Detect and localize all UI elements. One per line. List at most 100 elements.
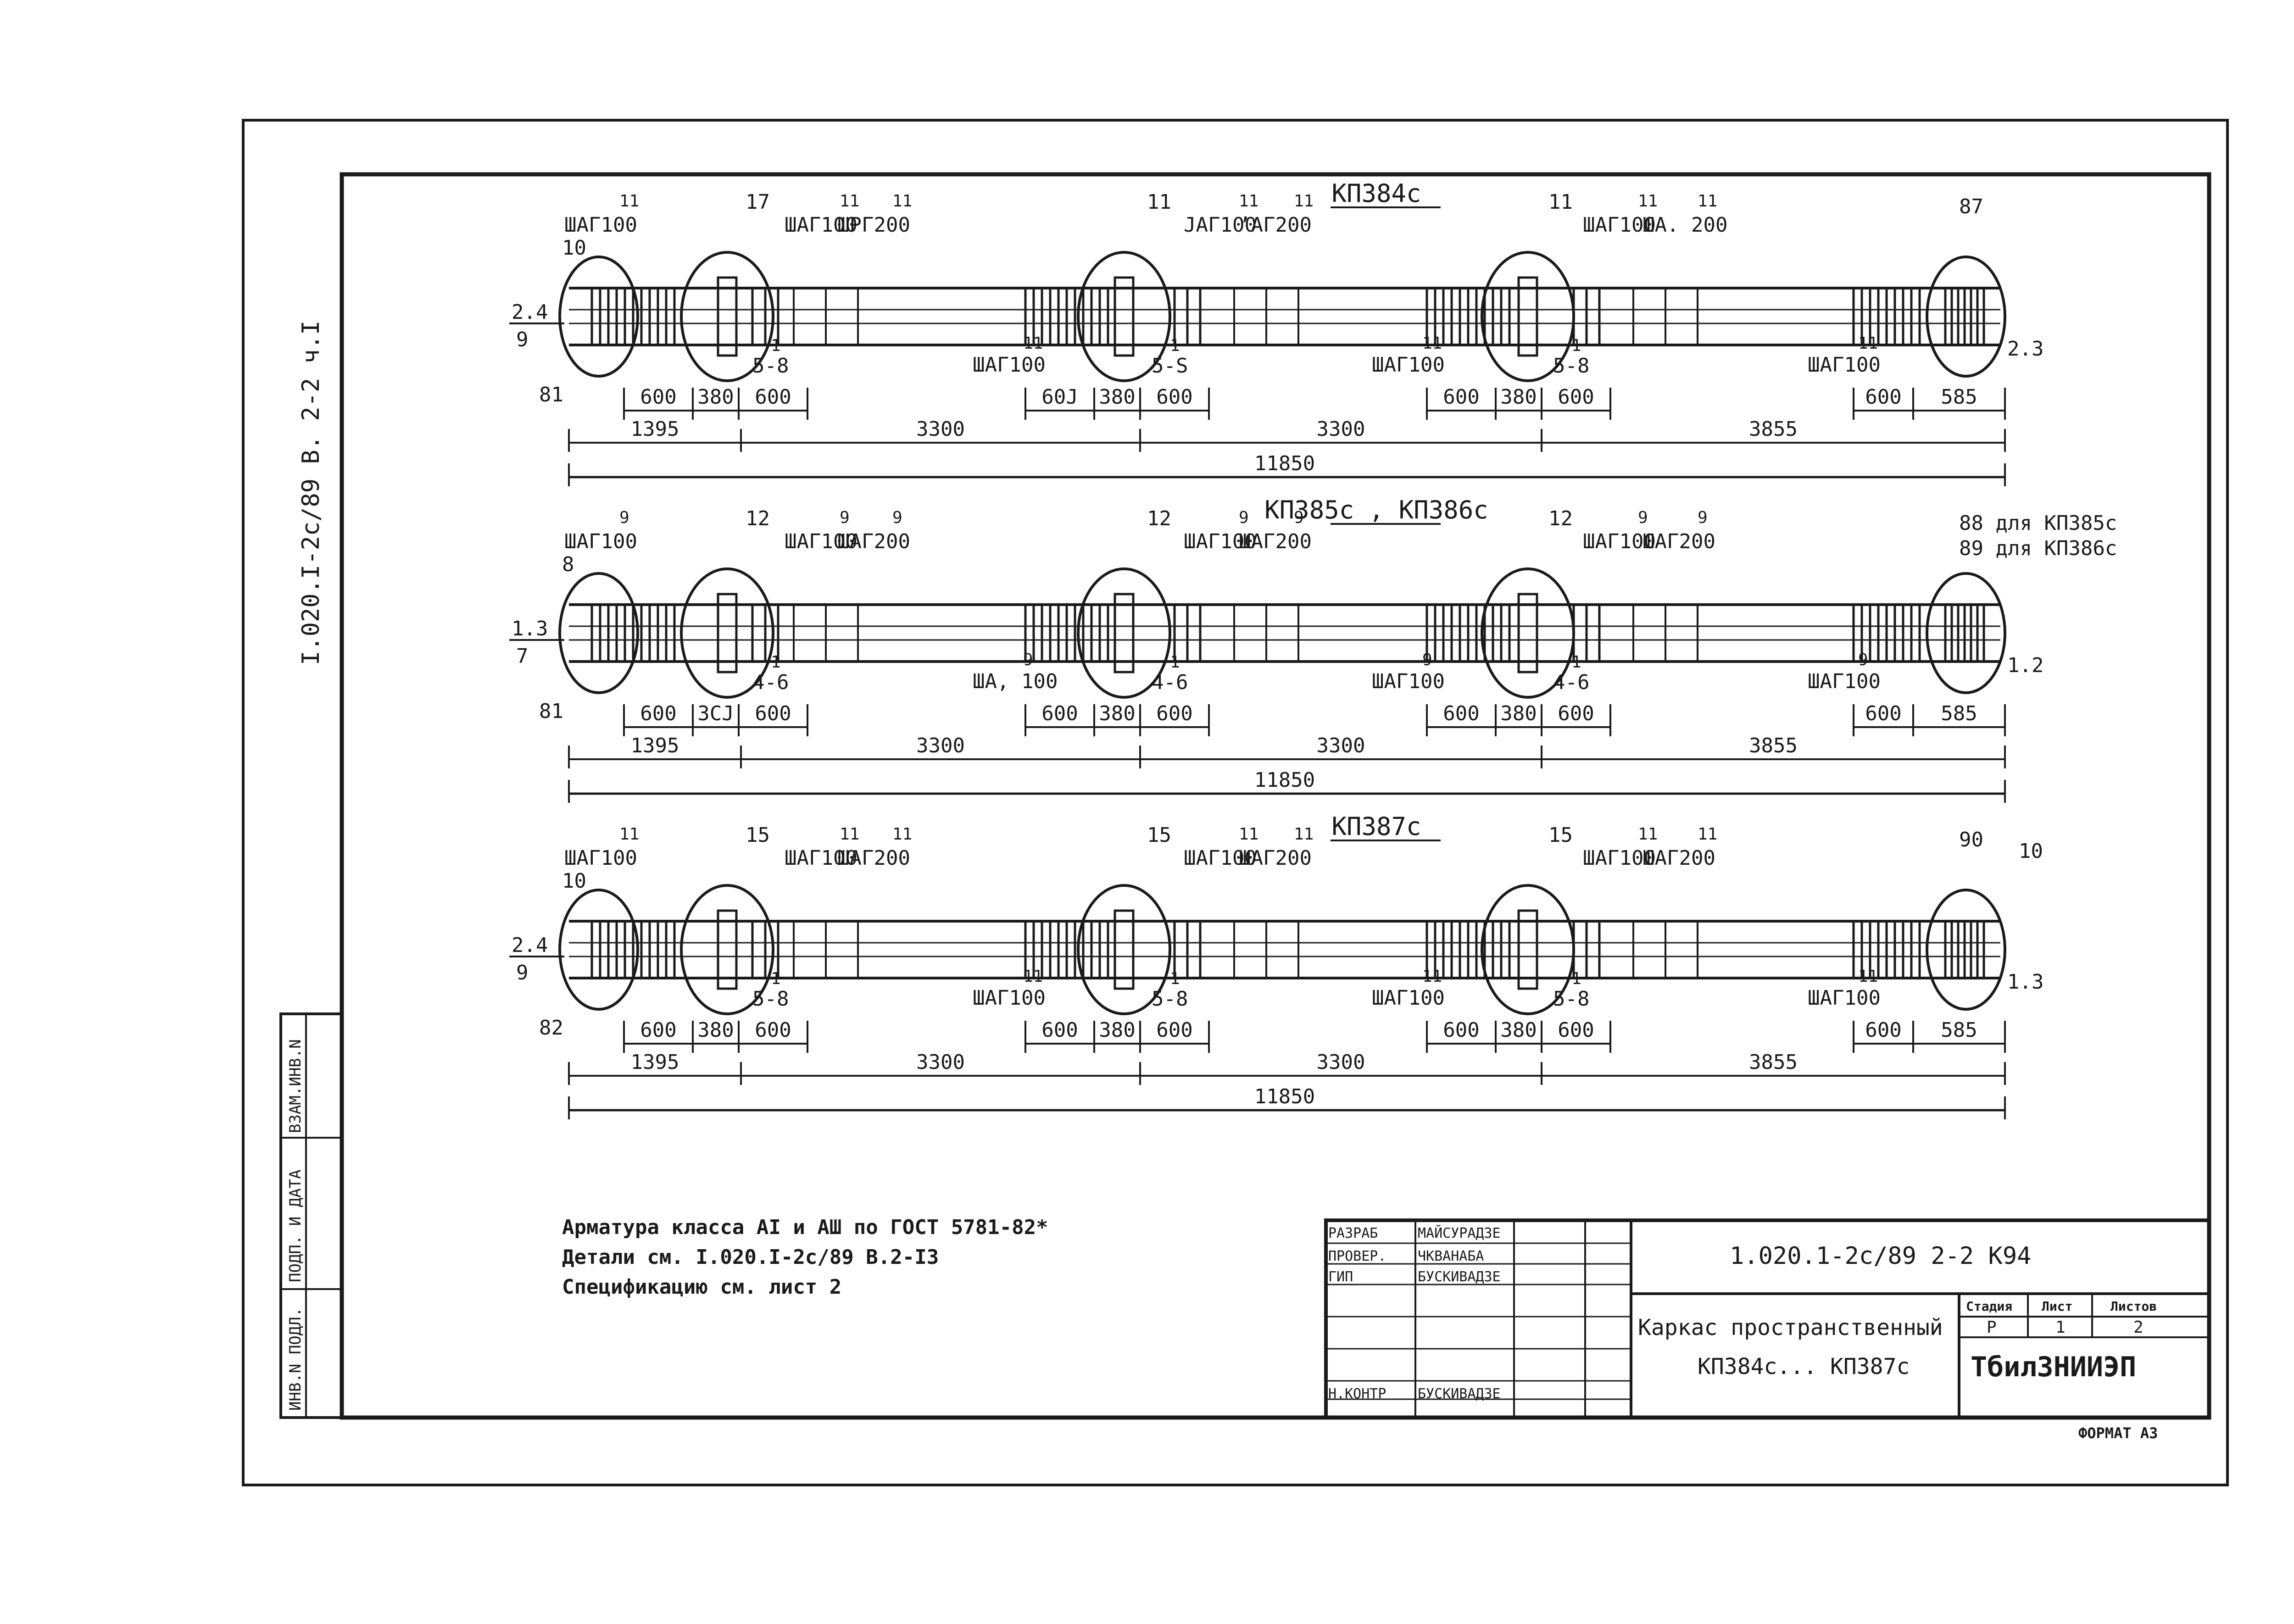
bar-mark-num: 11 (1422, 967, 1442, 986)
left-end-oval (558, 256, 639, 378)
left-end-mid-bot: 7 (516, 645, 529, 668)
joint-plate (1517, 593, 1538, 673)
bar-mark-num: 1 (1170, 969, 1180, 988)
dim-end: 585 (1941, 1018, 1977, 1042)
strip-label-replace: ВЗАМ.ИНВ.N (286, 1039, 305, 1133)
dim-main: 3300 (1317, 417, 1365, 441)
dim-main: 3855 (1749, 734, 1798, 757)
bar-mark-num: 11 (892, 825, 912, 844)
step-label: ШАГ100 (785, 530, 857, 553)
joint-oval (1481, 884, 1575, 1015)
joint-plate (1114, 276, 1135, 357)
sheet-head: Лист (2042, 1299, 2072, 1314)
frame-title: КП385с , КП386с (1264, 495, 1488, 524)
bar-mark-num: 11 (1858, 967, 1878, 986)
dim-small: 600 (1443, 385, 1479, 409)
strip-label-sign: ПОДП. И ДАТА (286, 1169, 305, 1282)
dim-small: 380 (1500, 385, 1537, 409)
bar-group: 5-8 (752, 987, 789, 1011)
left-end-top: 10 (562, 869, 586, 893)
bar-mark-num: 11 (1023, 334, 1043, 353)
bar-mark-num: 9 (1698, 508, 1708, 527)
joint-mark: 15 (1147, 823, 1171, 847)
joint-mark: 11 (1548, 190, 1573, 214)
bar-mark-num: 1 (1170, 653, 1180, 672)
role-0: РАЗРАБ (1328, 1225, 1378, 1241)
name-0: МАЙСУРАДЗЕ (1418, 1225, 1501, 1241)
step-label: ЈАГ100 (1184, 213, 1257, 237)
name-2: БУСКИВАДЗЕ (1418, 1269, 1501, 1285)
bar-mark-num: 9 (1422, 651, 1432, 669)
step-label: ʼАГ200 (1239, 213, 1312, 237)
bar-mark-num: 11 (892, 192, 912, 211)
bar-mark-num: 9 (840, 508, 850, 527)
dim-small: 600 (755, 385, 791, 409)
joint-oval (1077, 884, 1171, 1015)
frame-title: КП384с (1331, 179, 1421, 208)
joint-oval (680, 884, 774, 1015)
dim-main: 1395 (631, 1051, 679, 1074)
step-label: ШАГ100 (973, 986, 1046, 1010)
dim-small: 3CJ (697, 702, 734, 725)
inner-frame (340, 172, 2211, 1420)
doc-code: 1.020.1-2с/89 2-2 К94 (1730, 1242, 2031, 1270)
frame-title: КП387с (1331, 812, 1421, 841)
dim-small: 380 (1500, 702, 1537, 725)
bar-mark-num: 1 (771, 969, 781, 988)
name-1: ЧКВАНАБА (1418, 1248, 1484, 1264)
bar-mark-num: 11 (1239, 825, 1258, 844)
bar-mark-num: 9 (1858, 651, 1868, 669)
dim-main: 1395 (631, 734, 679, 757)
note-line-1: Арматура класса АI и АШ по ГОСТ 5781-82* (562, 1216, 1048, 1239)
right-end-oval (1926, 889, 2006, 1011)
dim-small: 380 (697, 1018, 734, 1042)
bar-mark-num: 1 (1571, 969, 1581, 988)
bar-mark-num: 11 (1023, 967, 1043, 986)
step-label: ШАГ100 (1372, 670, 1445, 693)
bar-group: 4-6 (752, 671, 789, 694)
stage-head: Стадия (1966, 1299, 2012, 1314)
bar-mark-num: 11 (1422, 334, 1442, 353)
dim-small: 600 (1558, 385, 1594, 409)
dim-end: 585 (1941, 702, 1977, 725)
note-line-2: Детали см. I.020.I-2с/89 В.2-I3 (562, 1246, 939, 1269)
role-1: ПРОВЕР. (1328, 1248, 1386, 1264)
dim-main: 3300 (1317, 734, 1365, 757)
joint-oval (680, 567, 774, 699)
dim-small: 380 (1500, 1018, 1537, 1042)
bar-group: 4-6 (1152, 671, 1188, 694)
joint-plate (1114, 909, 1135, 990)
step-label: ШАГ100 (785, 846, 857, 870)
step-label: ША, 100 (973, 670, 1058, 693)
left-end-mid-top: 2.4 (512, 934, 548, 957)
bar-mark-num: 11 (1858, 334, 1878, 353)
dim-small: 600 (1558, 1018, 1594, 1042)
joint-plate (1517, 276, 1538, 357)
role-5: Н.КОНТР (1328, 1386, 1386, 1402)
frame-kp384: КП384с102.4981872.311ШАГ10011ШАГ10011ШРГ… (509, 179, 2043, 486)
left-end-mid-bot: 9 (516, 961, 529, 984)
bar-group: 4-6 (1553, 671, 1589, 694)
bar-mark-num: 11 (619, 192, 639, 211)
joint-plate (1114, 593, 1135, 673)
bar-mark-num: 9 (1239, 508, 1249, 527)
bar-group: 5-Ѕ (1152, 354, 1188, 378)
right-end-top: 90 (1959, 828, 1983, 851)
step-label: ШАГ100 (1808, 670, 1881, 693)
step-label: ШАГ200 (1239, 530, 1312, 553)
role-2: ГИП (1328, 1269, 1353, 1285)
bar-mark-num: 11 (1698, 192, 1717, 211)
bar-group: 5-8 (752, 354, 789, 378)
name-5: БУСКИВАДЗЕ (1418, 1386, 1501, 1402)
bar-mark-num: 11 (1294, 825, 1314, 844)
step-label: ШАГ100 (564, 213, 637, 237)
step-label: ШАГ100 (1184, 846, 1257, 870)
bar-mark-num: 9 (892, 508, 902, 527)
joint-mark: 11 (1147, 190, 1171, 214)
dim-end: 600 (1865, 702, 1901, 725)
joint-mark: 17 (746, 190, 770, 214)
left-strip: ИНВ.N ПОДЛ. ПОДП. И ДАТА ВЗАМ.ИНВ.N (279, 1012, 343, 1419)
dim-small: 600 (1041, 702, 1078, 725)
step-label: ШАГ200 (837, 846, 910, 870)
bar-mark-num: 11 (840, 825, 859, 844)
